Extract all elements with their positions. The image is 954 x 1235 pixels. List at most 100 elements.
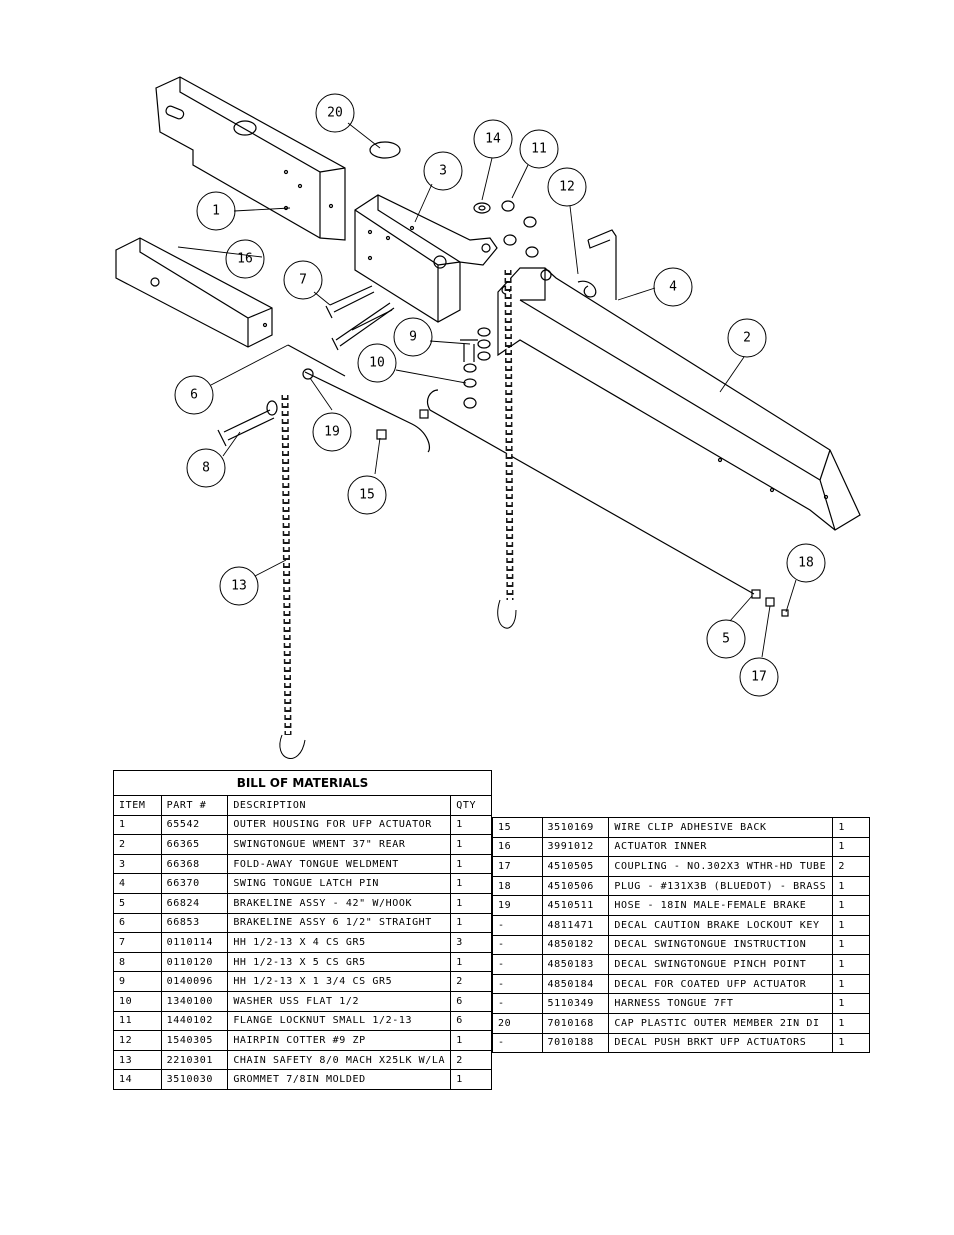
- qty-cell: 6: [450, 1010, 492, 1032]
- item-cell: -: [492, 1032, 543, 1054]
- description-cell: FOLD-AWAY TONGUE WELDMENT: [227, 853, 452, 875]
- callout-1: 1: [212, 204, 220, 219]
- part-number-cell: 0110120: [160, 951, 229, 973]
- qty-cell: 1: [450, 1069, 492, 1090]
- part-number-cell: 4510506: [541, 875, 610, 897]
- hardware-parts: [266, 200, 539, 440]
- qty-cell: 1: [450, 873, 492, 894]
- callout-10: 10: [369, 356, 385, 371]
- callout-circle-7: [283, 260, 323, 300]
- latch-pin-part: [587, 229, 617, 300]
- callout-19: 19: [324, 425, 340, 440]
- description-cell: BRAKELINE ASSY 6 1/2" STRAIGHT: [227, 912, 452, 934]
- callout-circle-8: [186, 448, 226, 488]
- item-cell: 4: [113, 873, 162, 894]
- callout-circle-2: [727, 318, 767, 358]
- description-cell: ACTUATOR INNER: [608, 836, 834, 858]
- safety-chain-parts: [279, 269, 517, 759]
- qty-cell: 1: [450, 853, 492, 875]
- item-cell: 16: [492, 836, 543, 858]
- description-cell: HH 1/2-13 X 5 CS GR5: [227, 951, 452, 973]
- part-number-cell: 66370: [160, 873, 229, 894]
- description-cell: DECAL SWINGTONGUE INSTRUCTION: [608, 934, 834, 956]
- item-cell: 2: [113, 834, 162, 855]
- exploded-parts-diagram: 1 2 3 4 5 6 7 8 9 10 11 12 13 14 15 16 1…: [115, 76, 861, 759]
- brake-line-parts: [287, 344, 789, 617]
- description-cell: BRAKELINE ASSY - 42" W/HOOK: [227, 892, 452, 914]
- part-number-cell: 7010188: [541, 1032, 610, 1054]
- item-cell: 11: [113, 1010, 162, 1032]
- qty-cell: 1: [832, 875, 870, 897]
- description-cell: CHAIN SAFETY 8/0 MACH X25LK W/LA: [227, 1049, 452, 1071]
- description-cell: OUTER HOUSING FOR UFP ACTUATOR: [227, 814, 452, 836]
- callout-3: 3: [439, 164, 447, 179]
- description-cell: DECAL SWINGTONGUE PINCH POINT: [608, 954, 834, 975]
- description-cell: PLUG - #131X3B (BLUEDOT) - BRASS: [608, 875, 834, 897]
- bolt-parts: [217, 285, 478, 447]
- qty-cell: 1: [832, 954, 870, 975]
- part-number-cell: 2210301: [160, 1049, 229, 1071]
- part-number-cell: 3991012: [541, 836, 610, 858]
- part-number-cell: 4811471: [541, 914, 610, 936]
- item-cell: 15: [492, 817, 543, 838]
- description-cell: DECAL CAUTION BRAKE LOCKOUT KEY: [608, 914, 834, 936]
- callout-circle-11: [519, 129, 559, 169]
- part-number-cell: 66368: [160, 853, 229, 875]
- item-cell: 6: [113, 912, 162, 934]
- part-number-cell: 3510169: [541, 817, 610, 838]
- qty-cell: 1: [832, 1032, 870, 1054]
- fold-away-tongue-part: [354, 194, 498, 323]
- callout-9: 9: [409, 330, 417, 345]
- callout-18: 18: [798, 556, 814, 571]
- callout-numbers: 1 2 3 4 5 6 7 8 9 10 11 12 13 14 15 16 1…: [190, 106, 814, 685]
- item-cell: 8: [113, 951, 162, 973]
- qty-cell: 1: [832, 1012, 870, 1034]
- description-cell: HAIRPIN COTTER #9 ZP: [227, 1030, 452, 1051]
- leader-lines: [177, 122, 797, 658]
- description-cell: HH 1/2-13 X 1 3/4 CS GR5: [227, 971, 452, 992]
- part-number-cell: 3510030: [160, 1069, 229, 1090]
- item-cell: 1: [113, 814, 162, 836]
- hairpin-cotter-part: [577, 280, 597, 298]
- item-cell: 10: [113, 990, 162, 1012]
- qty-cell: 1: [832, 914, 870, 936]
- column-header-qty: QTY: [450, 795, 492, 816]
- part-number-cell: 1440102: [160, 1010, 229, 1032]
- part-number-cell: 1540305: [160, 1030, 229, 1051]
- item-cell: 14: [113, 1069, 162, 1090]
- qty-cell: 1: [450, 814, 492, 836]
- callout-circle-13: [219, 566, 259, 606]
- description-cell: CAP PLASTIC OUTER MEMBER 2IN DI: [608, 1012, 834, 1034]
- qty-cell: 1: [832, 895, 870, 916]
- part-number-cell: 65542: [160, 814, 229, 836]
- qty-cell: 1: [450, 951, 492, 973]
- callout-12: 12: [559, 180, 575, 195]
- callout-circle-15: [347, 475, 387, 515]
- column-header-item: ITEM: [113, 795, 162, 816]
- callout-circle-6: [174, 375, 214, 415]
- part-number-cell: 4850183: [541, 954, 610, 975]
- callout-7: 7: [299, 273, 307, 288]
- callout-6: 6: [190, 388, 198, 403]
- part-number-cell: 4850182: [541, 934, 610, 956]
- callout-circle-3: [423, 151, 463, 191]
- item-cell: -: [492, 914, 543, 936]
- part-number-cell: 7010168: [541, 1012, 610, 1034]
